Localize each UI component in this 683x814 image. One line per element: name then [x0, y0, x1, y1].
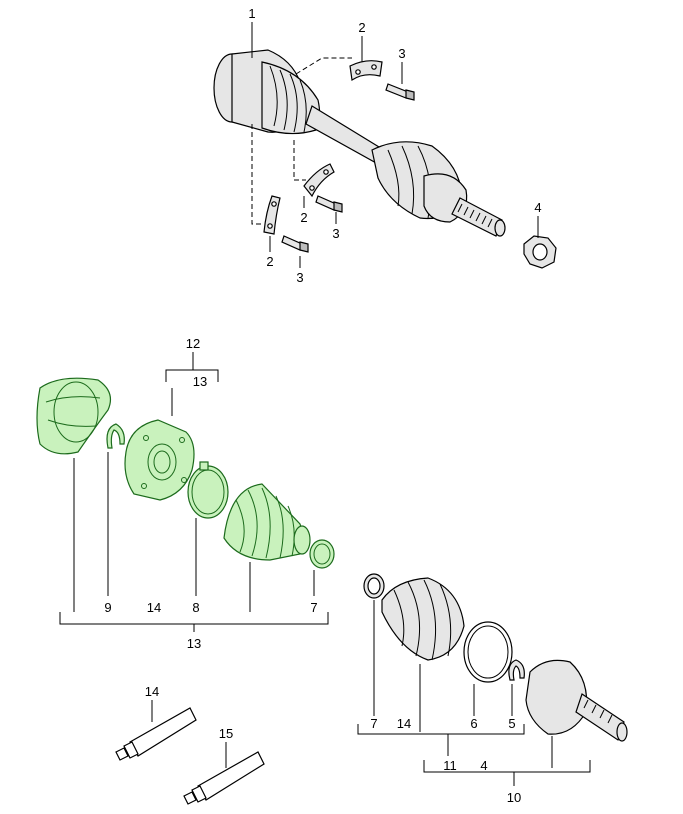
joint-boot-inner[interactable]	[223, 483, 311, 561]
joint-cover-cap[interactable]	[36, 377, 111, 455]
callout-top-3a: 3	[398, 46, 405, 61]
callout-low-14: 14	[397, 716, 411, 731]
callout-top-3b: 3	[332, 226, 339, 241]
callout-top-2c: 2	[266, 254, 273, 269]
callout-low-11: 11	[443, 758, 457, 773]
outer-cv-joint[interactable]	[525, 659, 628, 742]
callout-low-10: 10	[507, 790, 521, 805]
callout-mid-14: 14	[147, 600, 161, 615]
callout-mid-9: 9	[104, 600, 111, 615]
circlip-inner[interactable]	[106, 423, 125, 449]
callout-top-2b: 2	[300, 210, 307, 225]
callout-tube-14: 14	[145, 684, 159, 699]
mounting-bracket-top[interactable]	[349, 60, 383, 82]
hose-clamp-small[interactable]	[309, 539, 335, 569]
drive-shaft-assembly[interactable]	[213, 49, 506, 237]
callout-low-6: 6	[470, 716, 477, 731]
callout-low-5: 5	[508, 716, 515, 731]
callout-low-4: 4	[480, 758, 487, 773]
callout-mid-13-top: 13	[193, 374, 207, 389]
callout-low-7: 7	[370, 716, 377, 731]
callout-mid-13-bottom: 13	[187, 636, 201, 651]
callout-mid-8: 8	[192, 600, 199, 615]
callout-tube-15: 15	[219, 726, 233, 741]
callout-mid-7: 7	[310, 600, 317, 615]
grease-tube-14[interactable]	[115, 707, 197, 761]
cv-joint-flange[interactable]	[124, 419, 195, 501]
outer-clamp-large[interactable]	[463, 621, 513, 683]
mounting-bracket-middle[interactable]	[303, 163, 335, 198]
callout-top-1: 1	[248, 6, 255, 21]
collar-nut[interactable]	[523, 235, 557, 269]
callout-mid-12: 12	[186, 336, 200, 351]
mounting-bracket-lower[interactable]	[263, 195, 281, 235]
label-1: 1	[248, 6, 256, 58]
hose-clamp-large[interactable]	[187, 461, 229, 519]
grease-tube-15[interactable]	[183, 751, 265, 805]
bolt-lower[interactable]	[281, 235, 309, 253]
circlip-outer[interactable]	[508, 659, 525, 681]
joint-boot-outer[interactable]	[381, 577, 465, 661]
callout-top-4: 4	[534, 200, 541, 215]
bolt-top[interactable]	[385, 83, 415, 101]
bolt-middle[interactable]	[315, 195, 343, 213]
callout-top-3c: 3	[296, 270, 303, 285]
callout-top-2a: 2	[358, 20, 365, 35]
outer-clamp-small[interactable]	[363, 573, 385, 599]
